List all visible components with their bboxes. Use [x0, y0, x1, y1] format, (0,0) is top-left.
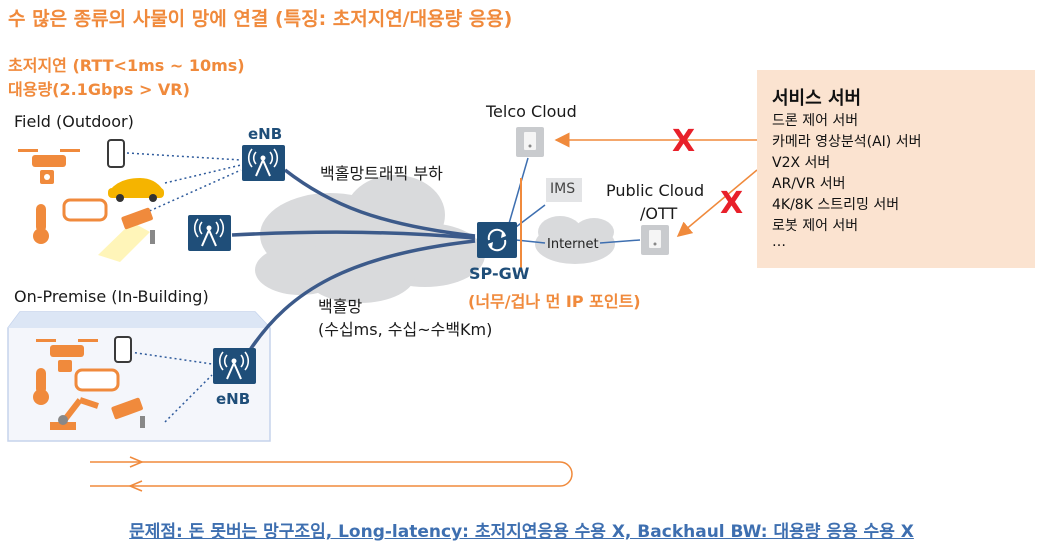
arrow-to-public-cloud — [676, 169, 758, 237]
enb-bottom-label: eNB — [216, 390, 251, 408]
cctv-icon — [98, 207, 155, 262]
indoor-cctv-icon — [111, 397, 145, 428]
indoor-thermometer-icon — [33, 368, 49, 405]
server-item: AR/VR 서버 — [772, 176, 846, 192]
spgw-note: (너무/겁나 먼 IP 포인트) — [468, 292, 641, 311]
telco-cloud-label: Telco Cloud — [486, 102, 577, 121]
server-item: 로봇 제어 서버 — [772, 218, 859, 234]
thermometer-icon — [33, 204, 49, 244]
blocked-x-mark-telco: X — [672, 124, 696, 159]
vr-headset-icon — [62, 198, 108, 222]
internet-label: Internet — [547, 237, 599, 252]
page-title: 수 많은 종류의 사물이 망에 연결 (특징: 초저지연/대용량 응용) — [8, 8, 513, 30]
telco-server-icon — [516, 127, 544, 157]
ims-label: IMS — [550, 181, 576, 197]
problem-statement: 문제점: 돈 못버는 망구조임, Long-latency: 초저지연응용 수용… — [129, 522, 914, 542]
public-cloud-server-icon — [641, 225, 669, 255]
enb-tower-icon-mid — [188, 215, 231, 251]
onprem-label: On-Premise (In-Building) — [14, 287, 209, 306]
service-server-box — [757, 70, 1035, 268]
backhaul-sub-label: (수십ms, 수십~수백Km) — [318, 320, 493, 339]
server-item: 4K/8K 스트리밍 서버 — [772, 197, 900, 213]
indoor-vr-headset-icon — [74, 368, 120, 392]
enb-tower-icon-bottom — [213, 348, 256, 384]
enb-tower-icon-top — [242, 145, 285, 181]
car-icon — [108, 178, 164, 202]
radio-links — [126, 152, 242, 423]
spgw-label: SP-GW — [469, 264, 530, 283]
blocked-x-mark-public: X — [720, 186, 744, 221]
server-item: 드론 제어 서버 — [772, 113, 859, 129]
indoor-drone-icon — [36, 339, 98, 372]
server-item: 카메라 영상분석(AI) 서버 — [772, 134, 922, 150]
server-item: V2X 서버 — [772, 155, 831, 171]
timeline-loop — [90, 456, 573, 492]
internet-cloud — [535, 216, 615, 264]
ott-label: /OTT — [640, 204, 678, 223]
robot-arm-icon — [50, 397, 99, 430]
backhaul-cloud — [255, 175, 485, 303]
backhaul-label: 백홀망 — [318, 297, 363, 316]
spgw-router-icon — [477, 222, 517, 258]
field-label: Field (Outdoor) — [14, 112, 134, 131]
backhaul-links — [231, 168, 476, 351]
drone-icon — [18, 149, 80, 184]
enb-top-label: eNB — [248, 125, 283, 143]
phone-icon — [107, 139, 125, 168]
server-item: … — [772, 234, 786, 250]
public-cloud-label: Public Cloud — [606, 181, 705, 200]
ims-box — [546, 178, 582, 202]
service-server-title: 서비스 서버 — [772, 88, 862, 109]
indoor-phone-icon — [114, 336, 132, 363]
backhaul-traffic-label: 백홀망트래픽 부하 — [320, 164, 443, 183]
latency-requirement: 초저지연 (RTT<1ms ~ 10ms) — [8, 56, 245, 75]
capacity-requirement: 대용량(2.1Gbps > VR) — [8, 80, 190, 99]
